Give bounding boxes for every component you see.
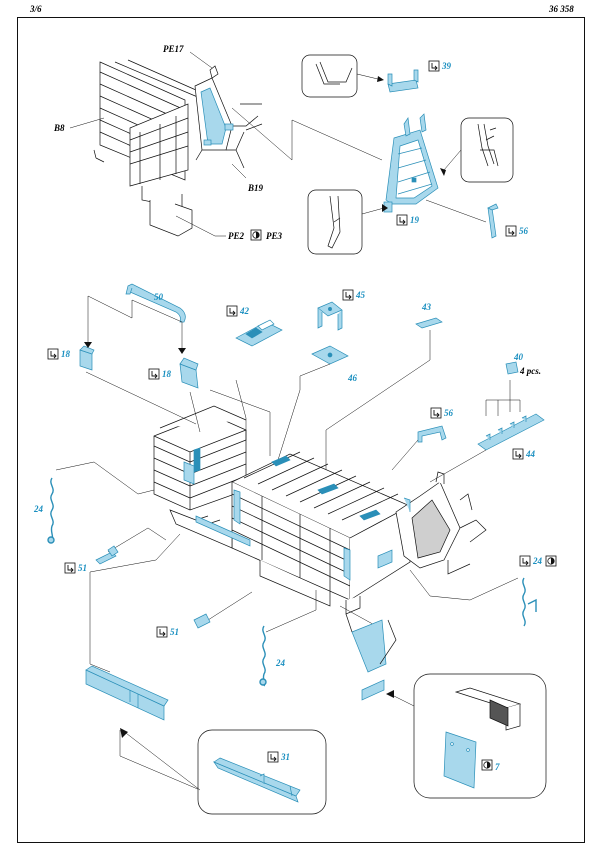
detail-bubble-39 [301, 54, 358, 98]
detail-bubble-31 [197, 729, 327, 815]
side-beam [85, 665, 169, 721]
label-51-bottom: 51 [170, 627, 179, 637]
part-43 [415, 317, 443, 329]
mudflap-plate [351, 619, 387, 701]
label-b8: B8 [53, 123, 65, 133]
mudflap-7 [443, 731, 477, 789]
part-40 [505, 361, 519, 375]
part-46 [311, 345, 349, 365]
chain-24-left [47, 477, 55, 544]
part-44 [477, 413, 545, 451]
page-border [17, 17, 585, 843]
label-44: 44 [525, 449, 536, 459]
part-56-top [487, 203, 499, 239]
label-24-bottom: 24 [275, 658, 286, 668]
part-56-lower [417, 425, 447, 443]
label-pe17: PE17 [163, 44, 184, 54]
label-50: 50 [154, 292, 164, 302]
body-highlights [183, 447, 411, 581]
label-4pcs: 4 pcs. [519, 366, 541, 376]
label-24-left: 24 [33, 504, 44, 514]
label-b19: B19 [247, 183, 264, 193]
label-31: 31 [280, 752, 290, 762]
label-19: 19 [410, 215, 420, 225]
label-18-left: 18 [61, 349, 71, 359]
page-number: 3/6 [30, 4, 42, 14]
part-42 [235, 319, 283, 347]
kit-number: 36 358 [549, 4, 574, 14]
top-left-cab-assembly [93, 59, 263, 237]
part-51-left [95, 545, 119, 565]
label-40: 40 [513, 352, 524, 362]
ladder-19 [383, 113, 439, 213]
label-45: 45 [355, 290, 366, 300]
label-pe3: PE3 [266, 231, 283, 241]
chain-24-right [522, 577, 537, 627]
cargo-body [153, 405, 487, 615]
detail-bubble-foot [307, 189, 363, 255]
label-56-lower: 56 [444, 408, 454, 418]
label-46: 46 [347, 373, 358, 383]
label-56-top: 56 [519, 226, 529, 236]
part-45 [317, 301, 343, 331]
label-39: 39 [441, 61, 452, 71]
label-7: 7 [495, 762, 500, 772]
part-18-right [179, 357, 199, 389]
label-42: 42 [239, 306, 250, 316]
part-18-left [79, 345, 95, 371]
chain-24-bottom [259, 625, 267, 687]
label-18-right: 18 [162, 369, 172, 379]
label-51-left: 51 [78, 563, 87, 573]
part-51-bottom [193, 613, 211, 629]
label-pe2: PE2 [228, 231, 245, 241]
label-43: 43 [421, 302, 432, 312]
part-50 [125, 283, 186, 323]
label-24-right: 24 [532, 556, 543, 566]
